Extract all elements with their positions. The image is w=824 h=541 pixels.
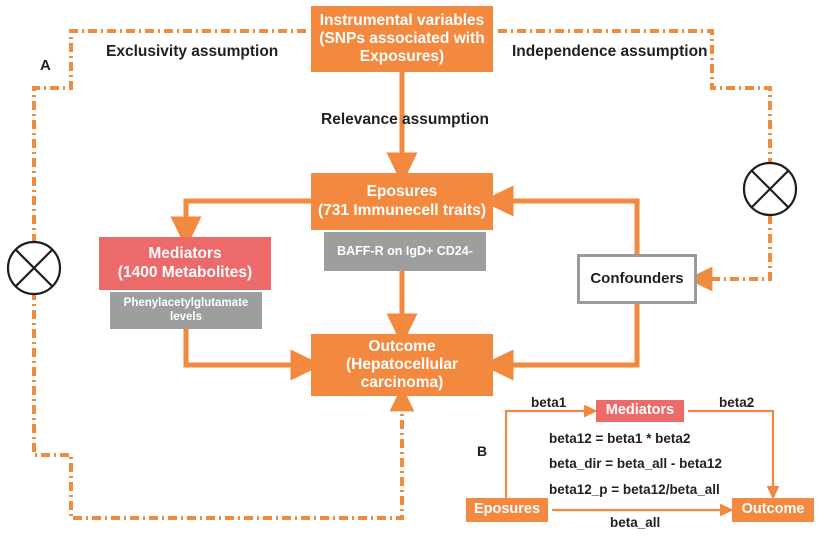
iv-line-3: Exposures) <box>359 48 445 66</box>
label-exclusivity-assumption: Exclusivity assumption <box>106 43 279 60</box>
edge-confounders-to-exposures <box>481 185 640 254</box>
exposures-line-2: (731 Immunecell traits) <box>318 201 486 219</box>
node-b-exposures[interactable]: Eposures <box>466 498 548 522</box>
exposures-line-1: Eposures <box>366 183 438 201</box>
edge-mediators-to-outcome <box>183 329 323 381</box>
node-mediators[interactable]: Mediators (1400 Metabolites) <box>99 237 271 290</box>
equation-beta12-p: beta12_p = beta12/beta_all <box>549 482 720 497</box>
label-beta-all: beta_all <box>610 515 661 530</box>
label-independence-assumption: Independence assumption <box>512 43 708 60</box>
node-outcome[interactable]: Outcome (Hepatocellular carcinoma) <box>311 334 493 396</box>
confounders-label: Confounders <box>590 270 684 288</box>
node-b-outcome[interactable]: Outcome <box>732 498 814 522</box>
outcome-line-3: carcinoma) <box>360 374 444 392</box>
b-outcome-label: Outcome <box>741 501 805 518</box>
node-b-mediators[interactable]: Mediators <box>596 400 684 422</box>
node-exposures[interactable]: Eposures (731 Immunecell traits) <box>311 173 493 230</box>
iv-line-1: Instrumental variables <box>319 11 485 29</box>
blocked-marker-exclusivity-icon <box>6 240 62 296</box>
iv-line-2: (SNPs associated with <box>319 29 485 47</box>
equation-beta12: beta12 = beta1 * beta2 <box>549 431 691 446</box>
mediator-metabolite-line-1: Phenylacetylglutamate <box>123 296 249 309</box>
node-instrumental-variables[interactable]: Instrumental variables (SNPs associated … <box>311 6 493 72</box>
label-beta2: beta2 <box>719 395 755 410</box>
panel-b-label: B <box>477 443 488 459</box>
label-relevance-assumption: Relevance assumption <box>321 111 489 128</box>
edge-independence-assumption <box>498 29 772 292</box>
b-exposures-label: Eposures <box>473 501 541 518</box>
edge-exposures-to-mediators <box>170 198 311 249</box>
b-mediators-label: Mediators <box>605 402 675 419</box>
panel-a-label: A <box>40 57 51 74</box>
mediators-line-2: (1400 Metabolites) <box>117 263 253 281</box>
mediator-metabolite-line-2: levels <box>170 310 202 323</box>
node-confounders[interactable]: Confounders <box>577 254 697 304</box>
outcome-line-1: Outcome <box>368 337 436 355</box>
outcome-line-2: (Hepatocellular <box>346 355 458 373</box>
equation-beta-dir: beta_dir = beta_all - beta12 <box>549 456 722 471</box>
mediators-line-1: Mediators <box>148 245 222 263</box>
node-mediator-metabolite-tag[interactable]: Phenylacetylglutamate levels <box>110 292 262 329</box>
edge-confounders-to-outcome <box>481 304 640 381</box>
exposure-trait-label: BAFF-R on IgD+ CD24- <box>337 244 473 259</box>
node-exposure-trait-tag[interactable]: BAFF-R on IgD+ CD24- <box>324 232 486 271</box>
blocked-marker-independence-icon <box>742 161 798 217</box>
edge-b-mediators-to-outcome <box>688 409 780 500</box>
label-beta1: beta1 <box>531 395 567 410</box>
